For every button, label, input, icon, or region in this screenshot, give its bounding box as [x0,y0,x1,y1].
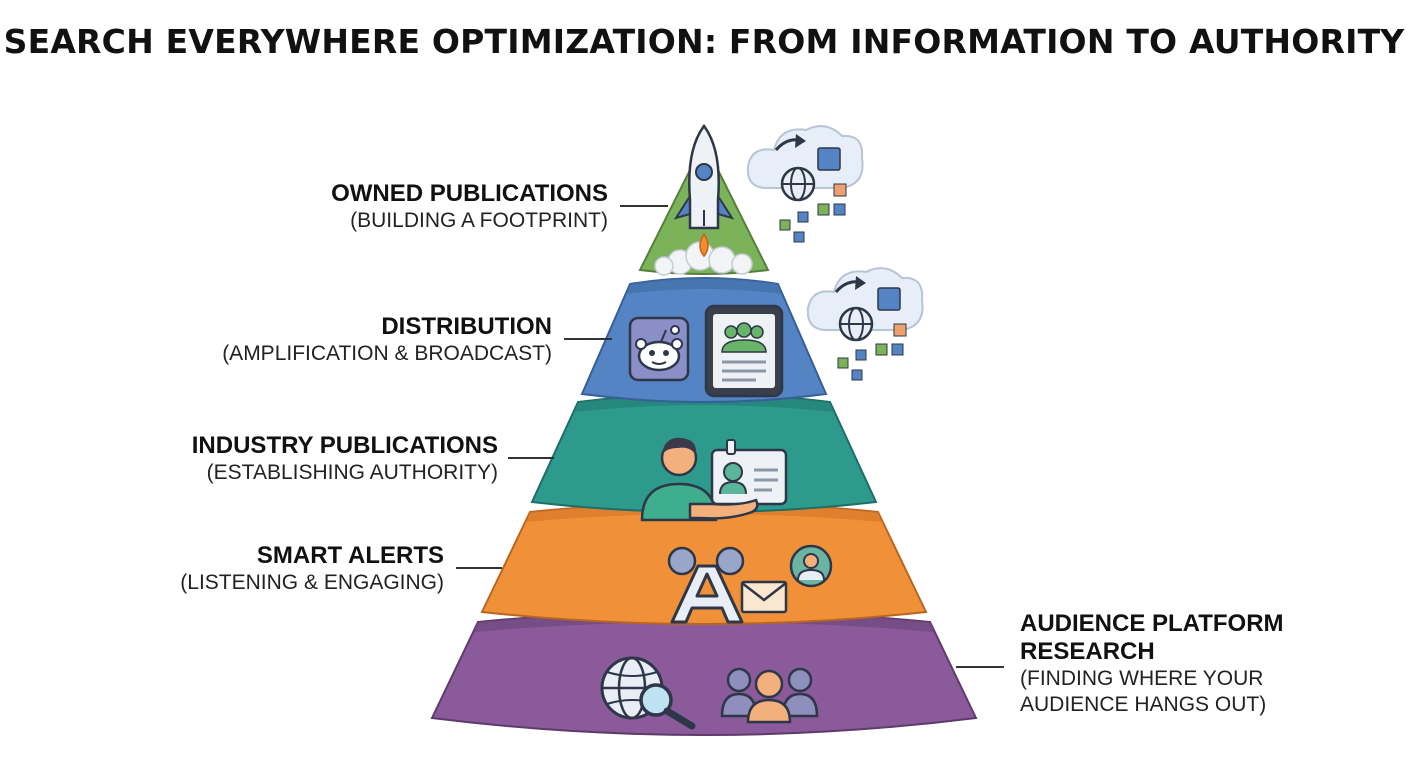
id-badge-icon [710,439,788,506]
label-audience-heading-line1: AUDIENCE PLATFORM [1020,610,1284,637]
cloud-network-icon [806,267,924,381]
letter-a-icon [667,546,745,624]
cloud-network-icon [746,125,864,243]
label-distribution-subheading: (AMPLIFICATION & BROADCAST) [222,342,552,365]
tier-distribution [580,277,828,403]
label-distribution: DISTRIBUTION (AMPLIFICATION & BROADCAST) [222,313,552,367]
label-owned-heading: OWNED PUBLICATIONS [331,180,608,207]
label-audience: AUDIENCE PLATFORM RESEARCH (FINDING WHER… [1020,610,1284,718]
tier-audience [430,610,978,736]
rocket-smoke [654,241,753,276]
label-industry-heading: INDUSTRY PUBLICATIONS [191,432,498,459]
rocket-icon [673,123,735,258]
tier-industry [530,393,878,522]
connector-industry [508,457,554,459]
label-industry: INDUSTRY PUBLICATIONS (ESTABLISHING AUTH… [192,432,498,486]
label-distribution-heading: DISTRIBUTION [381,313,552,340]
tier-owned [638,123,770,276]
connector-distribution [564,338,612,340]
group-icon [720,667,819,724]
label-owned: OWNED PUBLICATIONS (BUILDING A FOOTPRINT… [331,180,608,234]
label-industry-subheading: (ESTABLISHING AUTHORITY) [206,461,498,484]
connector-owned [620,205,668,207]
connector-audience [956,666,1004,668]
hand-icon [688,498,759,520]
label-owned-subheading: (BUILDING A FOOTPRINT) [350,209,608,232]
tablet-community-icon [704,304,784,398]
label-alerts-heading: SMART ALERTS [256,542,444,569]
label-audience-subheading-line1: (FINDING WHERE YOUR [1020,667,1264,690]
label-alerts-subheading: (LISTENING & ENGAGING) [180,571,444,594]
label-audience-subheading-line2: AUDIENCE HANGS OUT) [1020,693,1267,716]
connector-alerts [456,567,502,569]
page-title: SEARCH EVERYWHERE OPTIMIZATION: FROM INF… [3,22,1405,61]
user-avatar-icon [789,544,833,588]
envelope-icon [740,580,788,614]
label-alerts: SMART ALERTS (LISTENING & ENGAGING) [180,542,444,596]
reddit-icon [628,316,690,382]
globe-search-icon [600,656,696,730]
label-audience-heading-line2: RESEARCH [1020,638,1155,665]
